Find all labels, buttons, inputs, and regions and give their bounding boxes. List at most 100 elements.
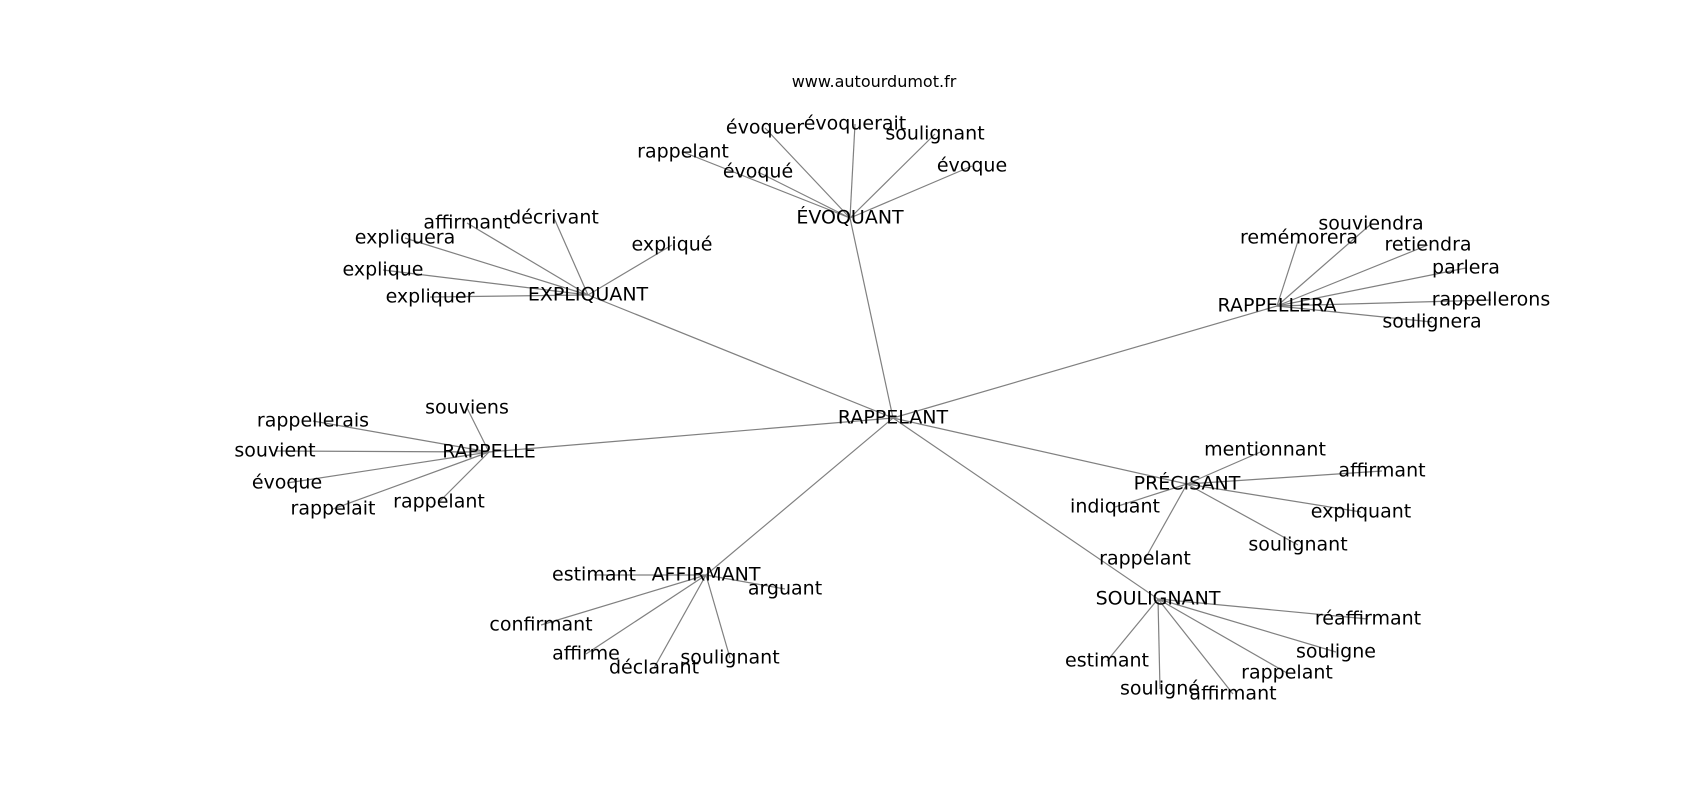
edge-0-2	[849, 133, 936, 219]
leaf-word[interactable]: souligné	[1120, 678, 1200, 700]
edge-1-2	[404, 237, 589, 296]
leaf-word[interactable]: affirmant	[423, 212, 510, 234]
edge-3-4	[438, 451, 490, 503]
edge-1-5	[429, 294, 589, 298]
hub-word[interactable]: RAPPELLERA	[1218, 295, 1337, 317]
edge-center-5	[705, 417, 894, 576]
edge-5-1	[705, 574, 786, 590]
leaf-word[interactable]: expliquant	[1311, 501, 1411, 523]
leaf-word[interactable]: décrivant	[509, 207, 599, 229]
edge-0-5	[849, 165, 973, 219]
hub-word[interactable]: EXPLIQUANT	[528, 284, 649, 306]
leaf-word[interactable]: rappelant	[1099, 548, 1191, 570]
leaf-word[interactable]: confirmant	[489, 614, 592, 636]
edge-center-0	[849, 217, 894, 419]
leaf-word[interactable]: arguant	[748, 578, 822, 600]
edge-center-2	[892, 305, 1278, 419]
edge-6-4	[1157, 598, 1161, 690]
edge-1-0	[466, 222, 589, 296]
edge-1-3	[587, 244, 673, 296]
edge-6-5	[1157, 598, 1234, 695]
leaf-word[interactable]: remémorera	[1240, 227, 1358, 249]
edge-center-4	[892, 417, 1188, 485]
leaf-word[interactable]: estimant	[552, 564, 636, 586]
leaf-word[interactable]: expliquera	[355, 227, 455, 249]
edge-2-1	[1276, 237, 1300, 307]
edge-2-5	[1276, 305, 1433, 323]
leaf-word[interactable]: affirmant	[1338, 460, 1425, 482]
edge-2-0	[1276, 223, 1372, 307]
leaf-word[interactable]: soulignant	[885, 123, 984, 145]
edge-1-1	[553, 217, 589, 296]
edge-6-2	[1157, 598, 1288, 674]
leaf-word[interactable]: soulignant	[1248, 534, 1347, 556]
leaf-word[interactable]: mentionnant	[1204, 439, 1326, 461]
edge-0-4	[757, 171, 851, 219]
leaf-word[interactable]: rappellerons	[1432, 289, 1550, 311]
leaf-word[interactable]: soulignant	[680, 647, 779, 669]
leaf-word[interactable]: soulignera	[1382, 311, 1481, 333]
leaf-word[interactable]: rappelant	[637, 141, 729, 163]
edge-4-5	[1144, 483, 1188, 560]
leaf-word[interactable]: affirmant	[1189, 683, 1276, 705]
edge-0-3	[682, 151, 851, 219]
edge-3-3	[286, 451, 490, 484]
edge-center-3	[488, 417, 894, 453]
leaf-word[interactable]: réaffirmant	[1315, 608, 1421, 630]
leaf-word[interactable]: évoquerait	[804, 113, 907, 135]
edge-6-1	[1157, 598, 1337, 653]
leaf-word[interactable]: souviens	[425, 397, 509, 419]
hub-word[interactable]: AFFIRMANT	[652, 564, 761, 586]
edge-5-5	[653, 574, 707, 669]
leaf-word[interactable]: parlera	[1432, 257, 1500, 279]
edge-0-0	[764, 127, 851, 219]
leaf-word[interactable]: souviendra	[1318, 213, 1423, 235]
leaf-word[interactable]: évoque	[937, 155, 1007, 177]
edge-3-2	[274, 450, 490, 453]
leaf-word[interactable]: indiquant	[1070, 496, 1160, 518]
leaf-word[interactable]: évoque	[252, 472, 322, 494]
leaf-word[interactable]: déclarant	[609, 657, 699, 679]
hub-word[interactable]: PRÉCISANT	[1134, 472, 1241, 495]
leaf-word[interactable]: expliqué	[631, 234, 712, 256]
leaf-word[interactable]: rappelant	[1241, 662, 1333, 684]
edge-1-4	[382, 269, 589, 296]
center-word[interactable]: RAPPELANT	[838, 407, 949, 429]
edge-6-0	[1157, 598, 1369, 620]
edge-5-2	[540, 574, 707, 626]
leaf-word[interactable]: rappelant	[393, 491, 485, 513]
edge-3-1	[312, 420, 490, 453]
edge-5-3	[585, 574, 707, 655]
edge-6-3	[1106, 598, 1159, 662]
leaf-word[interactable]: souligne	[1296, 641, 1376, 663]
edge-3-5	[332, 451, 490, 510]
edge-center-1	[587, 294, 894, 419]
leaf-word[interactable]: retiendra	[1384, 234, 1471, 256]
edge-0-1	[849, 123, 856, 219]
leaf-word[interactable]: rappelait	[291, 498, 376, 520]
hub-word[interactable]: SOULIGNANT	[1096, 588, 1221, 610]
edge-5-4	[705, 574, 731, 659]
leaf-word[interactable]: estimant	[1065, 650, 1149, 672]
edge-4-3	[1186, 483, 1362, 513]
edge-4-1	[1186, 470, 1383, 485]
leaf-word[interactable]: expliquer	[386, 286, 475, 308]
watermark: www.autourdumot.fr	[791, 72, 957, 91]
edge-2-2	[1276, 244, 1429, 307]
edge-4-2	[1114, 483, 1188, 508]
edge-4-0	[1186, 449, 1266, 485]
edge-3-0	[466, 407, 490, 453]
leaf-word[interactable]: évoquer	[726, 117, 804, 139]
edge-2-3	[1276, 267, 1467, 307]
leaf-word[interactable]: affirme	[552, 643, 620, 665]
edge-2-4	[1276, 299, 1492, 307]
edge-center-6	[892, 417, 1159, 600]
leaf-word[interactable]: évoqué	[723, 161, 793, 183]
leaf-word[interactable]: explique	[342, 259, 423, 281]
hub-word[interactable]: RAPPELLE	[442, 441, 536, 463]
edge-4-4	[1186, 483, 1299, 546]
leaf-word[interactable]: souvient	[234, 440, 315, 462]
hub-word[interactable]: ÉVOQUANT	[796, 206, 904, 229]
leaf-word[interactable]: rappellerais	[257, 410, 369, 432]
